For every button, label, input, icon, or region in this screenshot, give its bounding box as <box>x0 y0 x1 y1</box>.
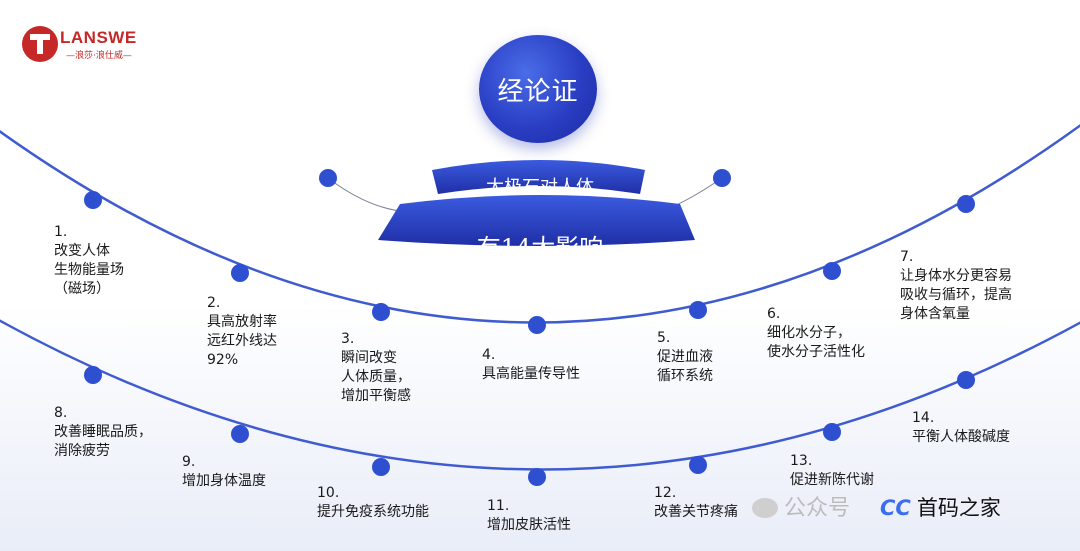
ribbon-bottom <box>378 195 695 246</box>
watermark-text: 公众号 <box>784 496 851 521</box>
benefit-text: 改善关节疼痛 <box>654 504 738 520</box>
benefit-number: 12. <box>654 485 677 501</box>
benefit-item: 2. 具高放射率 远红外线达 92% <box>207 294 277 370</box>
center-circle: 经论证 <box>479 35 597 143</box>
benefit-text: 促进新陈代谢 <box>790 472 874 488</box>
watermark-public-account: 公众号 <box>752 490 850 522</box>
benefit-text: 瞬间改变 人体质量， 增加平衡感 <box>341 350 411 404</box>
benefit-number: 14. <box>912 410 935 426</box>
benefit-item: 12. 改善关节疼痛 <box>654 484 738 522</box>
node-dot-5 <box>689 301 707 319</box>
benefit-text: 改善睡眠品质， 消除疲劳 <box>54 424 152 459</box>
node-dot-11 <box>528 468 546 486</box>
logo-mark-icon <box>22 26 58 62</box>
benefit-number: 11. <box>487 498 510 514</box>
benefit-text: 细化水分子， 使水分子活性化 <box>767 325 865 360</box>
benefit-item: 10. 提升免疫系统功能 <box>317 484 429 522</box>
node-dot-14 <box>957 371 975 389</box>
node-dot-3 <box>372 303 390 321</box>
node-dot-12 <box>689 456 707 474</box>
benefit-number: 4. <box>482 347 496 363</box>
benefit-item: 3. 瞬间改变 人体质量， 增加平衡感 <box>341 330 411 406</box>
benefit-text: 具高能量传导性 <box>482 366 580 382</box>
connector-dot <box>319 169 337 187</box>
benefit-text: 增加身体温度 <box>182 473 266 489</box>
benefit-item: 14. 平衡人体酸碱度 <box>912 409 1010 447</box>
node-dot-4 <box>528 316 546 334</box>
brand-logo: LANSWE —浪莎·浪仕威— <box>22 26 142 66</box>
node-dot-6 <box>823 262 841 280</box>
benefit-text: 促进血液 循环系统 <box>657 349 713 384</box>
benefit-number: 10. <box>317 485 340 501</box>
benefit-text: 具高放射率 远红外线达 92% <box>207 314 277 368</box>
benefit-text: 增加皮肤活性 <box>487 517 571 533</box>
connector-dot <box>713 169 731 187</box>
node-dot-1 <box>84 191 102 209</box>
node-dot-9 <box>231 425 249 443</box>
benefit-item: 6. 细化水分子， 使水分子活性化 <box>767 305 865 362</box>
benefit-text: 改变人体 生物能量场 （磁场） <box>54 243 124 297</box>
node-dot-13 <box>823 423 841 441</box>
logo-brand-text: LANSWE <box>60 28 137 47</box>
watermark-site-text: 首码之家 <box>916 496 1001 520</box>
benefit-number: 5. <box>657 330 671 346</box>
node-dot-10 <box>372 458 390 476</box>
benefit-number: 9. <box>182 454 196 470</box>
benefit-number: 1. <box>54 224 68 240</box>
benefit-item: 4. 具高能量传导性 <box>482 346 580 384</box>
wechat-icon <box>752 498 778 518</box>
node-dot-2 <box>231 264 249 282</box>
benefit-item: 9. 增加身体温度 <box>182 453 266 491</box>
benefit-number: 8. <box>54 405 68 421</box>
benefit-text: 让身体水分更容易 吸收与循环，提高 身体含氧量 <box>900 268 1012 322</box>
benefit-item: 1. 改变人体 生物能量场 （磁场） <box>54 223 124 299</box>
benefit-item: 11. 增加皮肤活性 <box>487 497 571 535</box>
benefit-number: 3. <box>341 331 355 347</box>
benefit-item: 13. 促进新陈代谢 <box>790 452 874 490</box>
ribbon-top <box>432 160 645 194</box>
benefit-number: 6. <box>767 306 781 322</box>
benefit-item: 8. 改善睡眠品质， 消除疲劳 <box>54 404 152 461</box>
benefit-number: 2. <box>207 295 221 311</box>
watermark-mark: CC <box>880 496 911 520</box>
node-dot-7 <box>957 195 975 213</box>
benefit-number: 7. <box>900 249 914 265</box>
logo-subtext: —浪莎·浪仕威— <box>66 51 132 61</box>
center-title: 经论证 <box>497 76 579 107</box>
benefit-item: 5. 促进血液 循环系统 <box>657 329 713 386</box>
banner-line2: 有14大影响 <box>476 234 604 262</box>
banner-line1: 太极石对人体 <box>486 177 594 198</box>
node-dot-8 <box>84 366 102 384</box>
benefit-text: 平衡人体酸碱度 <box>912 429 1010 445</box>
benefit-text: 提升免疫系统功能 <box>317 504 429 520</box>
benefit-number: 13. <box>790 453 813 469</box>
benefit-item: 7. 让身体水分更容易 吸收与循环，提高 身体含氧量 <box>900 248 1012 324</box>
